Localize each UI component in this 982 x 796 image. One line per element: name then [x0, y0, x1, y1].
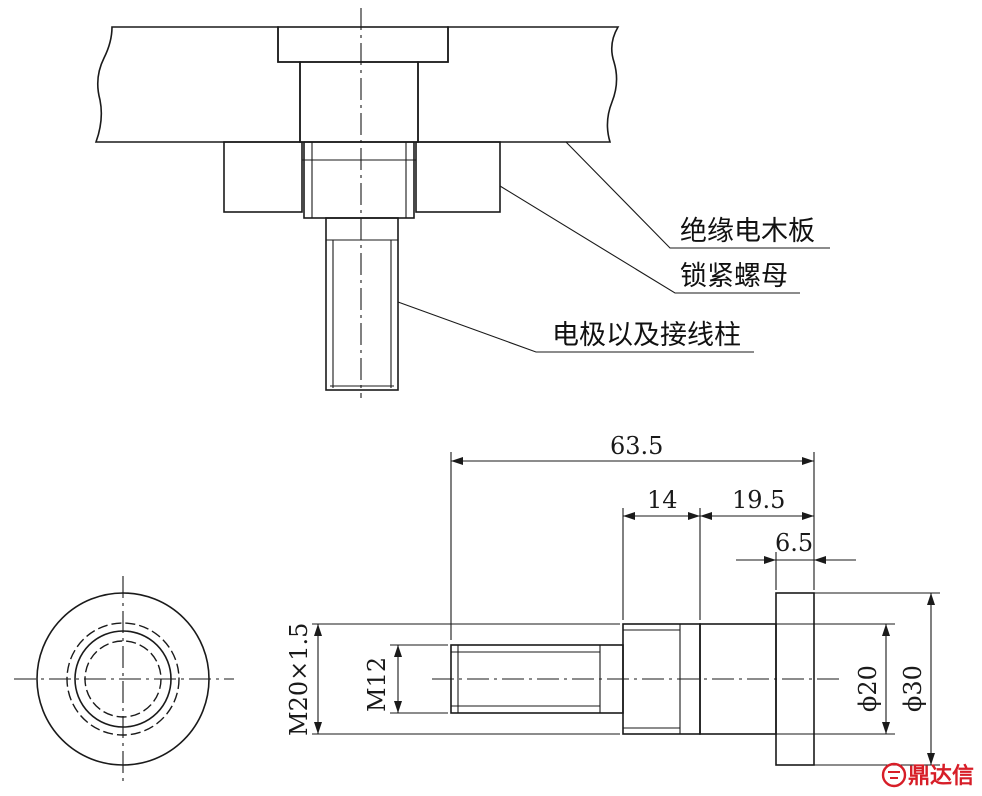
label-electrode: 电极以及接线柱	[552, 320, 741, 351]
label-board: 绝缘电木板	[680, 216, 815, 247]
electrode-head	[277, 26, 449, 63]
electrode-shank	[299, 61, 419, 143]
dim-collar: 14	[647, 486, 678, 514]
dim-dia-small: ϕ20	[854, 665, 882, 712]
dim-right: 19.5	[732, 486, 785, 514]
watermark-text: 鼎达信	[908, 763, 974, 789]
part-view: 63.5 14 19.5 6.5 M20×1.5 M12 ϕ20 ϕ30	[285, 432, 940, 766]
dim-dia-large: ϕ30	[899, 665, 927, 712]
board-section-left	[94, 26, 301, 143]
watermark: 鼎达信	[881, 762, 974, 789]
dim-thread-minor: M12	[363, 657, 391, 712]
end-view	[14, 576, 234, 782]
nut-section-left	[223, 141, 303, 213]
leader-board	[565, 141, 830, 249]
leader-electrode	[397, 301, 754, 353]
dim-flange: 6.5	[775, 529, 813, 557]
label-nut: 锁紧螺母	[680, 261, 788, 292]
board-section-right	[417, 26, 620, 143]
electrode-collar	[303, 141, 415, 219]
nut-section-right	[415, 141, 501, 213]
terminal-post	[325, 217, 399, 391]
leader-nut	[499, 185, 800, 294]
watermark-logo-icon	[881, 762, 907, 788]
dim-overall: 63.5	[610, 432, 663, 460]
assembly-view: 绝缘电木板 锁紧螺母 电极以及接线柱	[94, 8, 830, 398]
dim-thread-major: M20×1.5	[285, 623, 313, 736]
